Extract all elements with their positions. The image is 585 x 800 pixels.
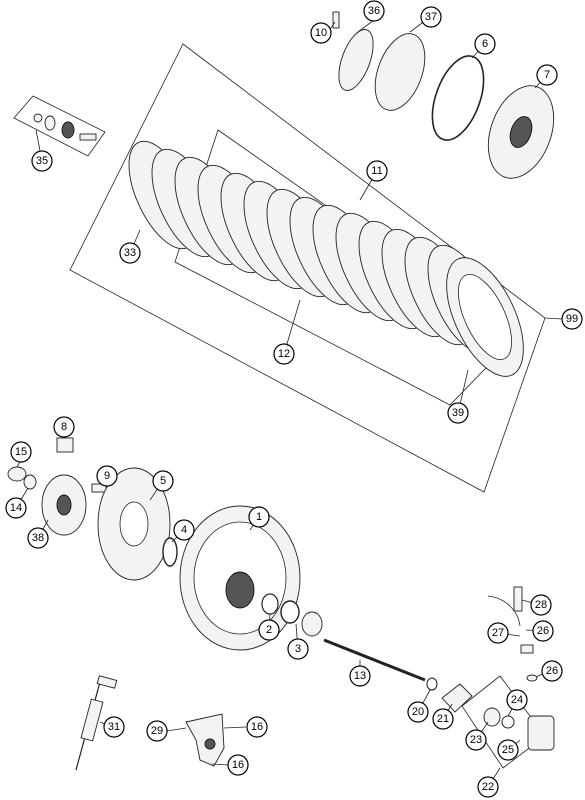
callout-1-label: 1 bbox=[256, 511, 262, 523]
callout-22: 22 bbox=[477, 776, 499, 798]
callout-10-label: 10 bbox=[315, 27, 327, 39]
callout-12: 12 bbox=[273, 343, 295, 365]
callout-3-label: 3 bbox=[295, 643, 301, 655]
callout-25-label: 25 bbox=[502, 744, 514, 756]
callout-16-lower: 16 bbox=[227, 754, 249, 776]
callout-11: 11 bbox=[366, 160, 388, 182]
callout-14: 14 bbox=[5, 497, 27, 519]
callout-38: 38 bbox=[27, 527, 49, 549]
callout-38-label: 38 bbox=[32, 532, 44, 544]
callout-23: 23 bbox=[465, 729, 487, 751]
callout-99-label: 99 bbox=[566, 313, 578, 325]
callout-31: 31 bbox=[103, 716, 125, 738]
callout-5: 5 bbox=[152, 470, 174, 492]
callout-20: 20 bbox=[407, 701, 429, 723]
callout-39-label: 39 bbox=[452, 407, 464, 419]
callout-4: 4 bbox=[173, 519, 195, 541]
callout-27-label: 27 bbox=[492, 627, 504, 639]
callout-33-label: 33 bbox=[124, 247, 136, 259]
callout-16-upper-label: 16 bbox=[251, 721, 263, 733]
callout-15-label: 15 bbox=[15, 446, 27, 458]
callout-4-label: 4 bbox=[181, 524, 187, 536]
callout-35: 35 bbox=[31, 150, 53, 172]
callout-14-label: 14 bbox=[10, 502, 22, 514]
callout-26-lower-label: 26 bbox=[546, 665, 558, 677]
callout-16-upper: 16 bbox=[246, 716, 268, 738]
callout-13-label: 13 bbox=[354, 670, 366, 682]
callout-25: 25 bbox=[497, 739, 519, 761]
callout-7: 7 bbox=[536, 64, 558, 86]
clutch-plate-stack bbox=[128, 140, 524, 377]
callout-7-label: 7 bbox=[544, 69, 550, 81]
callout-35-label: 35 bbox=[36, 155, 48, 167]
small-parts-box bbox=[13, 95, 106, 157]
clutch-hub-area bbox=[7, 437, 323, 651]
callout-2: 2 bbox=[258, 619, 280, 641]
callout-36: 36 bbox=[363, 0, 385, 22]
callout-3: 3 bbox=[287, 638, 309, 660]
callout-2-label: 2 bbox=[266, 624, 272, 636]
callout-28: 28 bbox=[530, 594, 552, 616]
pressure-parts bbox=[332, 11, 555, 179]
callout-99: 99 bbox=[561, 308, 583, 330]
callout-29-label: 29 bbox=[151, 725, 163, 737]
callout-26-upper-label: 26 bbox=[537, 625, 549, 637]
callout-1: 1 bbox=[248, 506, 270, 528]
callout-23-label: 23 bbox=[470, 734, 482, 746]
push-rod-and-slave bbox=[323, 586, 555, 769]
callout-29: 29 bbox=[146, 720, 168, 742]
tool-parts bbox=[75, 675, 225, 771]
callout-6: 6 bbox=[474, 33, 496, 55]
callout-26-lower: 26 bbox=[541, 660, 563, 682]
callout-27: 27 bbox=[487, 622, 509, 644]
callout-8: 8 bbox=[53, 416, 75, 438]
callout-9-label: 9 bbox=[104, 470, 110, 482]
callout-36-label: 36 bbox=[368, 5, 380, 17]
callout-6-label: 6 bbox=[482, 38, 488, 50]
callout-33: 33 bbox=[119, 242, 141, 264]
callout-39: 39 bbox=[447, 402, 469, 424]
callout-22-label: 22 bbox=[482, 781, 494, 793]
callout-11-label: 11 bbox=[371, 165, 382, 177]
callout-31-label: 31 bbox=[108, 721, 120, 733]
callout-20-label: 20 bbox=[412, 706, 424, 718]
callout-10: 10 bbox=[310, 22, 332, 44]
callout-37-label: 37 bbox=[425, 11, 437, 23]
callout-21-label: 21 bbox=[437, 713, 449, 725]
callout-15: 15 bbox=[10, 441, 32, 463]
callout-16-lower-label: 16 bbox=[232, 759, 244, 771]
callout-28-label: 28 bbox=[535, 599, 547, 611]
callout-13: 13 bbox=[349, 665, 371, 687]
callout-5-label: 5 bbox=[160, 475, 166, 487]
leader-lines bbox=[15, 16, 563, 788]
callout-24: 24 bbox=[506, 689, 528, 711]
callout-8-label: 8 bbox=[61, 421, 67, 433]
callout-37: 37 bbox=[420, 6, 442, 28]
callout-21: 21 bbox=[432, 708, 454, 730]
callout-26-upper: 26 bbox=[532, 620, 554, 642]
callout-24-label: 24 bbox=[511, 694, 523, 706]
callout-12-label: 12 bbox=[278, 348, 290, 360]
callout-9: 9 bbox=[96, 465, 118, 487]
